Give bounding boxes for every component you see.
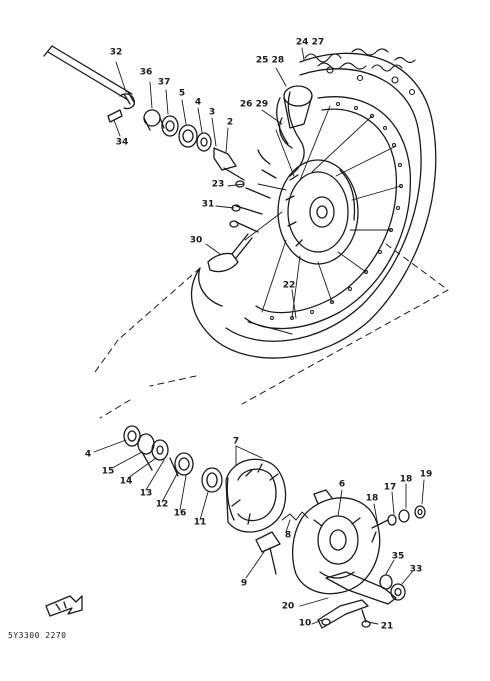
axle-nut-34	[107, 109, 123, 123]
rim	[244, 96, 412, 335]
callout-label: 24 27	[295, 37, 325, 48]
callout-label: 14	[119, 476, 133, 487]
callout-label: 26 29	[239, 99, 269, 110]
callout-label: 3	[208, 107, 216, 118]
callout-label: 32	[109, 47, 123, 58]
front-direction-arrow	[45, 595, 83, 617]
callout-label: 9	[240, 578, 248, 589]
brake-shoes	[225, 458, 287, 533]
leader-lines	[93, 47, 425, 625]
callout-label: 11	[193, 517, 207, 528]
callout-label: 35	[391, 551, 405, 562]
callout-label: 18	[365, 493, 379, 504]
callout-label: 13	[139, 488, 153, 499]
callout-label: 10	[298, 618, 312, 629]
callout-label: 25 28	[255, 55, 285, 66]
callout-label: 18	[399, 474, 413, 485]
callout-label: 21	[380, 621, 394, 632]
callout-label: 16	[173, 508, 187, 519]
callout-label: 15	[101, 466, 115, 477]
callout-label: 6	[338, 479, 346, 490]
hub	[277, 159, 359, 265]
callout-label: 4	[84, 449, 92, 460]
lower-bearing-stack	[123, 425, 223, 493]
assembly-plane-lines	[94, 243, 449, 419]
front-axle	[43, 45, 136, 110]
hub-bolts-and-spacer	[223, 149, 277, 233]
callout-label: 34	[115, 137, 129, 148]
callout-label: 8	[284, 530, 292, 541]
brake-camshaft-hardware	[371, 505, 426, 543]
tire-tread-pattern	[304, 48, 416, 96]
callout-label: 31	[201, 199, 215, 210]
valve-stem	[207, 233, 253, 273]
callout-label: 2	[226, 117, 234, 128]
callout-label: 33	[409, 564, 423, 575]
callout-label: 20	[281, 601, 295, 612]
brake-cam	[255, 531, 281, 575]
callout-label: 23	[211, 179, 225, 190]
tire	[190, 52, 437, 359]
callout-label: 37	[157, 77, 171, 88]
brake-arm	[325, 571, 406, 605]
callout-label: 7	[232, 436, 240, 447]
callout-label: 5	[178, 88, 186, 99]
callout-label: 22	[282, 280, 296, 291]
brake-shoe-spring	[281, 511, 309, 521]
callout-label: 30	[189, 235, 203, 246]
torque-rod	[317, 599, 371, 629]
callout-label: 12	[155, 499, 169, 510]
brake-panel	[291, 489, 381, 595]
callout-label: 4	[194, 97, 202, 108]
callout-label: 19	[419, 469, 433, 480]
bearing-stack-upper	[143, 109, 237, 171]
callout-label: 36	[139, 67, 153, 78]
diagram-reference-code: 5Y3300 2270	[8, 631, 67, 640]
callout-label: 17	[383, 482, 397, 493]
spokes	[244, 105, 402, 319]
speedometer-cable-and-gear	[276, 85, 313, 177]
